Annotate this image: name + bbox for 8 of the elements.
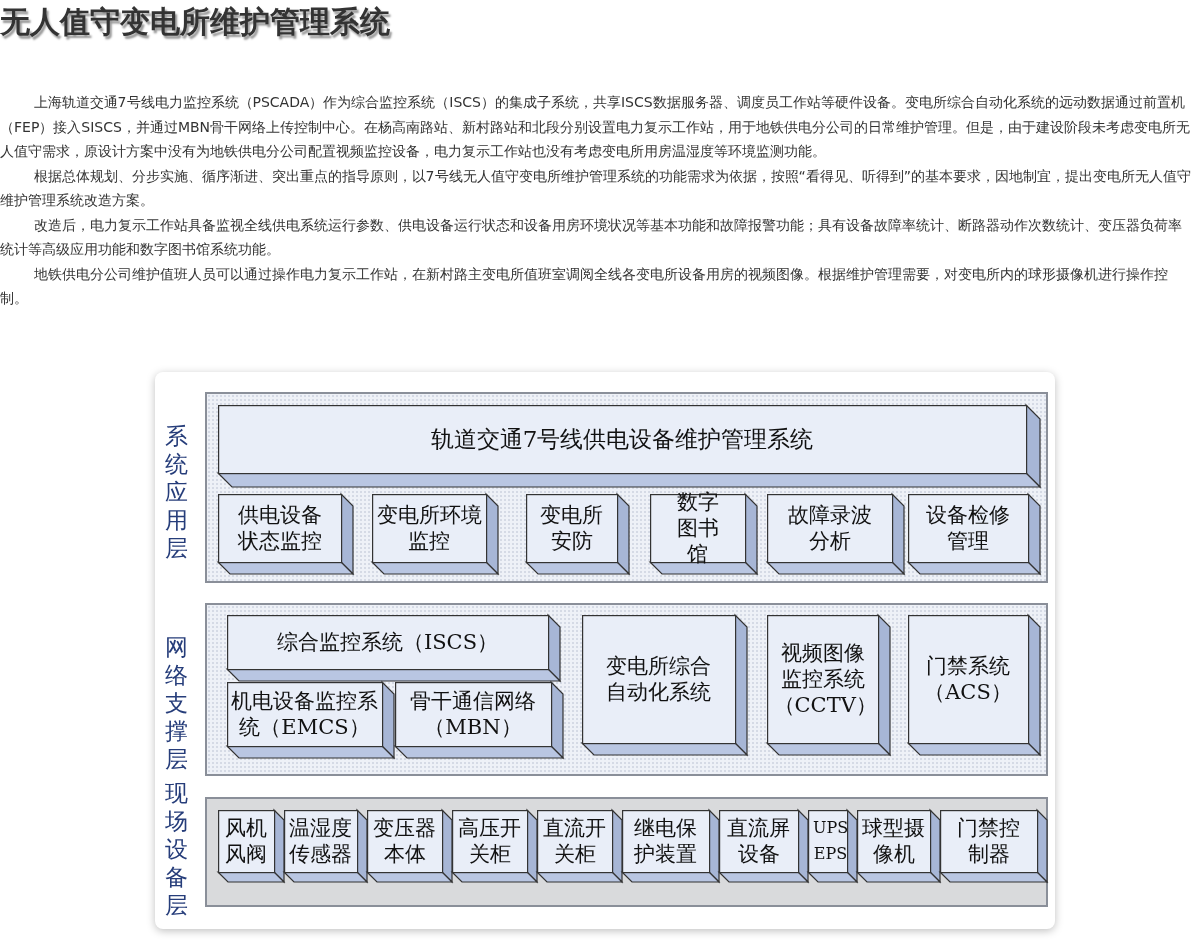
- layer-heading: 系统应用层: [163, 422, 189, 562]
- layer-heading: 现场设备层: [163, 779, 189, 919]
- layer-heading: 网络支撑层: [163, 633, 189, 773]
- paragraph: 上海轨道交通7号线电力监控系统（PSCADA）作为综合监控系统（ISCS）的集成子系统，共享ISCS数据服务器、调度员工作站等硬件设备。变电所综合自动化系统的远动数据通过前置机（FEP）接入SISCS，并通过MBN骨干网络上传控制中心。在杨高南路站、新村路站和北段分别设置电力复示工作站，用于地铁供电分公司的日常维护管理。但是，由于建设阶段未考虑变电所无人值守需求，原设计方案中没有为地铁供电分公司配置视频监控设备，电力复示工作站也没有考虑变电所用房温湿度等环境监测功能。: [0, 93, 1192, 161]
- paragraph: 改造后，电力复示工作站具备监视全线供电系统运行参数、供电设备运行状态和设备用房环境状况等基本功能和故障报警功能；具有设备故障率统计、断路器动作次数统计、变压器负荷率统计等高级应用功能和数字图书馆系统功能。: [0, 215, 1183, 259]
- paragraph: 根据总体规划、分步实施、循序渐进、突出重点的指导原则，以7号线无人值守变电所维护管理系统的功能需求为依据，按照“看得见、听得到”的基本要求，因地制宜，提出变电所无人值守维护管理系统改造方案。: [0, 166, 1192, 210]
- page-title: 无人值守变电所维护管理系统: [0, 3, 390, 41]
- paragraph: 地铁供电分公司维护值班人员可以通过操作电力复示工作站，在新村路主变电所值班室调阅全线各变电所设备用房的视频图像。根据维护管理需要，对变电所内的球形摄像机进行操作控制。: [0, 264, 1169, 308]
